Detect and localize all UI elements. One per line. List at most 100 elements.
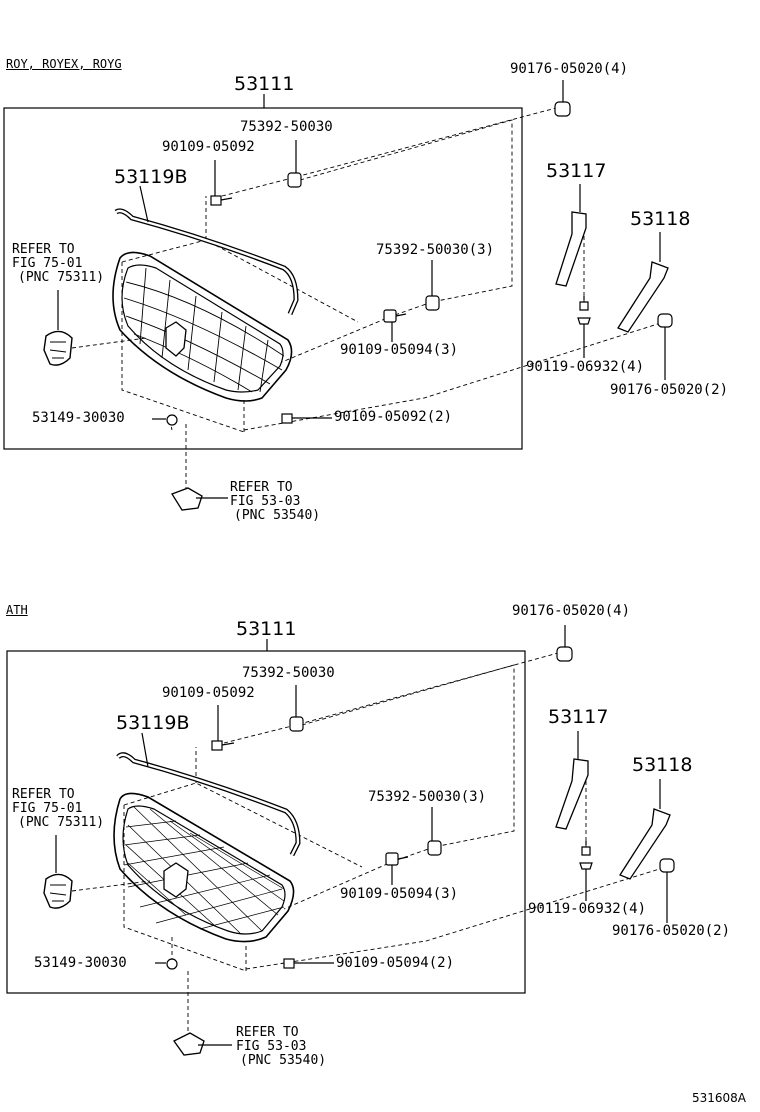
grille-bar bbox=[187, 295, 197, 371]
variant-label: ATH bbox=[6, 603, 28, 617]
nut-part bbox=[289, 716, 304, 732]
nut-top-part-number: 75392-50030 bbox=[242, 665, 335, 681]
reference-line: REFER TO bbox=[230, 480, 293, 495]
fastener-part bbox=[173, 1032, 205, 1056]
screw-part bbox=[385, 852, 399, 866]
illustration-code: 531608A bbox=[692, 1091, 747, 1105]
leader-line bbox=[139, 185, 149, 223]
emblem-part bbox=[43, 873, 73, 909]
section-ath-drawing bbox=[6, 625, 675, 1056]
grille-bar bbox=[213, 311, 223, 383]
screw-part bbox=[221, 742, 235, 746]
clip-right-part-number: 90176-05020(2) bbox=[612, 923, 731, 939]
reference-line: (PNC 75311) bbox=[18, 270, 105, 285]
reference-line: REFER TO bbox=[236, 1025, 299, 1040]
clip-part bbox=[166, 958, 178, 970]
screw-part bbox=[395, 313, 407, 317]
bracket-right-part-number: 53118 bbox=[632, 754, 693, 776]
reference-line: FIG 53-03 bbox=[230, 494, 301, 509]
leader-line bbox=[141, 732, 149, 768]
nut-mid-part-number: 75392-50030(3) bbox=[368, 789, 487, 805]
grille-bar bbox=[237, 325, 247, 391]
assembly-frame bbox=[3, 107, 523, 450]
guide-line bbox=[123, 782, 363, 868]
guide-line bbox=[71, 337, 147, 349]
grille-bracket bbox=[555, 758, 589, 830]
bracket-left-part-number: 53117 bbox=[546, 160, 607, 182]
clip-right-part-number: 90176-05020(2) bbox=[610, 382, 729, 398]
reference-line: (PNC 53540) bbox=[240, 1053, 327, 1068]
radiator-grille-inner bbox=[121, 264, 284, 393]
grille-bar bbox=[139, 267, 147, 345]
grille-bracket bbox=[619, 808, 671, 880]
grille-molding bbox=[117, 753, 300, 856]
reference-note-emblem: REFER TO FIG 75-01 (PNC 75311) bbox=[12, 788, 104, 830]
nut-part bbox=[427, 840, 442, 856]
grille-mesh bbox=[125, 806, 285, 934]
guide-line bbox=[299, 119, 513, 303]
assembly-frame bbox=[6, 650, 526, 994]
reference-note-emblem: REFER TO FIG 75-01 (PNC 75311) bbox=[12, 243, 104, 285]
bolt-part bbox=[579, 841, 593, 870]
clip-part bbox=[166, 414, 178, 426]
screw-bottom-part-number: 90109-05094(2) bbox=[336, 955, 455, 971]
screw-part bbox=[211, 740, 223, 751]
radiator-grille bbox=[112, 251, 293, 402]
molding-part-number: 53119B bbox=[116, 712, 190, 734]
screw-mid-part-number: 90109-05094(3) bbox=[340, 886, 459, 902]
clip-bottom-part-number: 53149-30030 bbox=[32, 410, 125, 426]
clip-bottom-part-number: 53149-30030 bbox=[34, 955, 127, 971]
screw-part bbox=[281, 413, 293, 424]
grille-molding bbox=[115, 209, 298, 315]
screw-part bbox=[283, 958, 295, 969]
emblem-part-detail bbox=[49, 884, 67, 902]
clip-top-right-part-number: 90176-05020(4) bbox=[510, 61, 629, 77]
grille-bar bbox=[161, 279, 171, 359]
bracket-right-part-number: 53118 bbox=[630, 208, 691, 230]
screw-top-part-number: 90109-05092 bbox=[162, 685, 255, 701]
reference-note-lower: REFER TO FIG 53-03 (PNC 53540) bbox=[236, 1026, 326, 1068]
section-roy-drawing bbox=[3, 80, 673, 511]
reference-line: (PNC 53540) bbox=[234, 508, 321, 523]
reference-line: REFER TO bbox=[12, 242, 75, 257]
reference-line: REFER TO bbox=[12, 787, 75, 802]
grille-bracket bbox=[617, 261, 669, 333]
nut-part bbox=[287, 172, 302, 188]
screw-part bbox=[397, 856, 409, 860]
grille-bar bbox=[259, 339, 269, 393]
assembly-part-number: 53111 bbox=[234, 73, 295, 95]
bolt-bracket-part-number: 90119-06932(4) bbox=[528, 901, 647, 917]
nut-mid-part-number: 75392-50030(3) bbox=[376, 242, 495, 258]
grille-bar bbox=[123, 297, 283, 371]
screw-mid-part-number: 90109-05094(3) bbox=[340, 342, 459, 358]
screw-part bbox=[210, 195, 222, 206]
reference-line: (PNC 75311) bbox=[18, 815, 105, 830]
grille-bar bbox=[133, 333, 253, 393]
molding-part-number: 53119B bbox=[114, 166, 188, 188]
emblem-part bbox=[43, 330, 73, 366]
bolt-bracket-part-number: 90119-06932(4) bbox=[526, 359, 645, 375]
clip-part bbox=[554, 101, 571, 117]
screw-part bbox=[220, 197, 233, 201]
grille-emblem bbox=[163, 862, 189, 898]
clip-part bbox=[556, 646, 573, 662]
fastener-part bbox=[171, 487, 203, 511]
guide-line bbox=[301, 664, 515, 848]
clip-top-right-part-number: 90176-05020(4) bbox=[512, 603, 631, 619]
nut-part bbox=[425, 295, 440, 311]
nut-top-part-number: 75392-50030 bbox=[240, 119, 333, 135]
clip-part bbox=[657, 313, 673, 328]
reference-line: FIG 53-03 bbox=[236, 1039, 307, 1054]
guide-line bbox=[71, 880, 151, 892]
bracket-left-part-number: 53117 bbox=[548, 706, 609, 728]
grille-emblem bbox=[165, 321, 187, 357]
screw-part bbox=[383, 309, 397, 323]
guide-line bbox=[243, 321, 665, 431]
variant-label: ROY, ROYEX, ROYG bbox=[6, 57, 122, 71]
radiator-grille-inner bbox=[122, 805, 286, 935]
guide-line bbox=[123, 805, 247, 972]
grille-bar bbox=[125, 281, 285, 357]
radiator-grille bbox=[113, 792, 295, 943]
bolt-part bbox=[577, 296, 591, 325]
